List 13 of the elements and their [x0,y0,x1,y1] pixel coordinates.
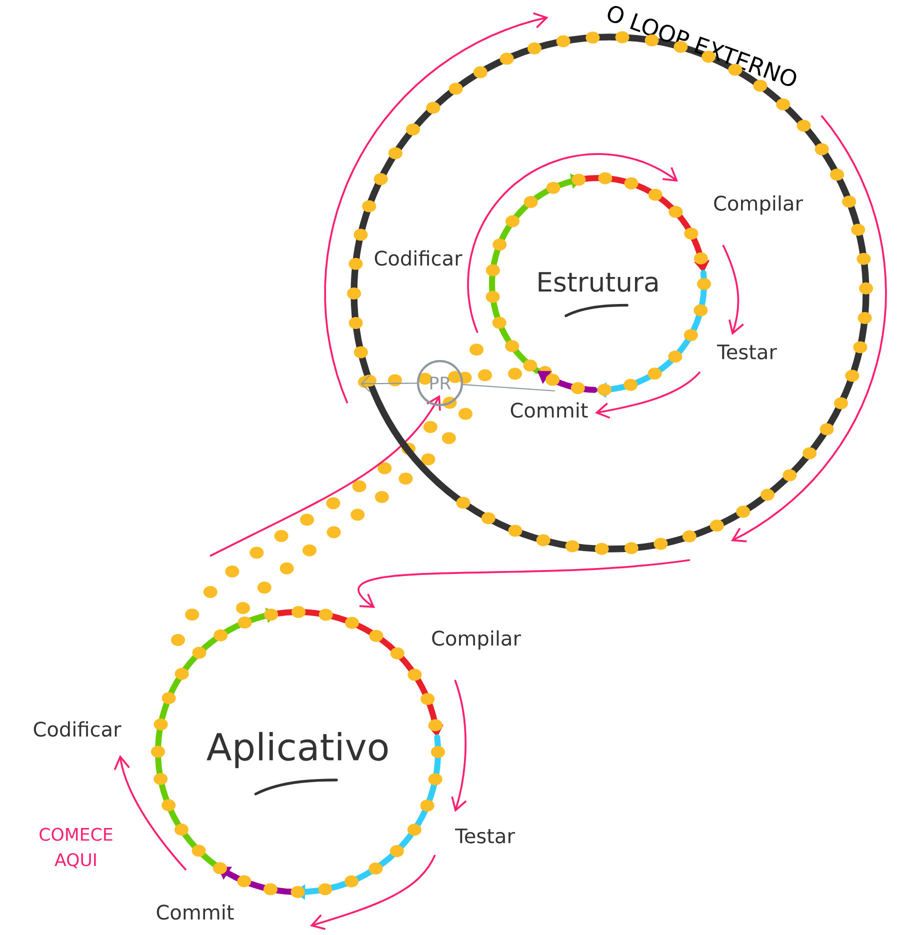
connector-line [360,375,417,392]
step-label: Commit [510,402,588,418]
loop-name: Estrutura [538,272,658,292]
step-label: Compilar [714,195,803,215]
step-label: Testar [455,828,515,844]
step-label: Testar [717,344,777,360]
step-label: Codificar [374,250,462,266]
connector-line [462,384,555,392]
start-note: COMECE AQUI [40,828,112,868]
step-label: Commit [156,904,234,920]
loop-name: Aplicativo [206,732,388,768]
step-label: Compilar [432,630,521,650]
step-label: Codificar [34,721,122,737]
